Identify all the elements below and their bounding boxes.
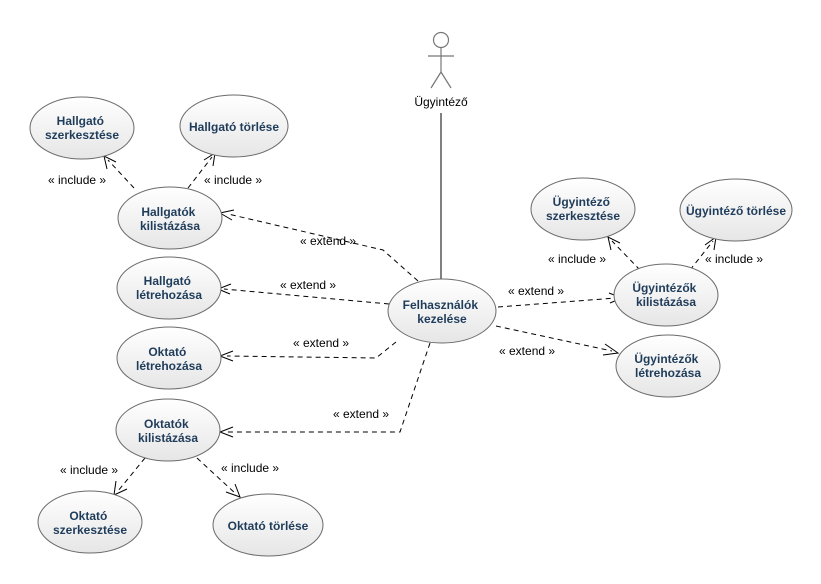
include-label: « include » bbox=[548, 252, 606, 266]
svg-text:Oktató létrehozása: Oktató létrehozása bbox=[136, 345, 202, 373]
usecase-ugyintezo-szerkesztese[interactable]: Ügyintéző szerkesztése bbox=[530, 177, 636, 241]
arrowhead bbox=[602, 343, 620, 356]
extend-label: « extend » bbox=[499, 344, 555, 358]
svg-text:Oktatók kilistázása: Oktatók kilistázása bbox=[138, 417, 198, 445]
svg-text:Hallgató létrehozása: Hallgató létrehozása bbox=[136, 274, 202, 302]
usecase-oktato-torlese[interactable]: Oktató törlése bbox=[212, 493, 324, 557]
actor-label: Ügyintéző bbox=[414, 95, 468, 109]
usecase-ugyintezo-torlese[interactable]: Ügyintéző törlése bbox=[679, 178, 793, 242]
svg-text:Ügyintéző törlése: Ügyintéző törlése bbox=[686, 203, 786, 218]
usecase-ugyintezok-letrehozasa[interactable]: Ügyintézők létrehozása bbox=[615, 334, 721, 398]
arrowhead bbox=[607, 236, 621, 251]
usecase-hallgato-torlese[interactable]: Hallgató törlése bbox=[179, 94, 289, 158]
arrowhead bbox=[225, 483, 241, 498]
svg-text:Felhasználók kezelése: Felhasználók kezelése bbox=[403, 298, 482, 326]
usecase-hallgato-szerkesztese[interactable]: Hallgató szerkesztése bbox=[29, 96, 135, 160]
usecase-felhasznalok-kezelese[interactable]: Felhasználók kezelése bbox=[387, 278, 497, 344]
usecase-oktato-szerkesztese[interactable]: Oktató szerkesztése bbox=[37, 490, 143, 554]
svg-text:Oktató szerkesztése: Oktató szerkesztése bbox=[53, 509, 127, 537]
extend-edge-hallgato-letrehozasa bbox=[223, 288, 390, 305]
include-label: « include » bbox=[204, 173, 262, 187]
include-edge-ugyintezo-torlese bbox=[689, 240, 714, 271]
actor-head bbox=[432, 31, 450, 49]
svg-text:Hallgató törlése: Hallgató törlése bbox=[189, 120, 279, 134]
usecase-hallgatok-kilistazasa[interactable]: Hallgatók kilistázása bbox=[117, 186, 223, 250]
svg-text:Hallgató szerkesztése: Hallgató szerkesztése bbox=[45, 114, 119, 142]
svg-text:Hallgatók kilistázása: Hallgatók kilistázása bbox=[140, 205, 200, 233]
include-label: « include » bbox=[221, 461, 279, 475]
include-edge-hallgato-torlese bbox=[187, 156, 213, 189]
extend-label: « extend » bbox=[280, 278, 336, 292]
extend-label: « extend » bbox=[293, 336, 349, 350]
include-edge-oktato-szerkesztese bbox=[117, 457, 146, 492]
svg-text:Oktató törlése: Oktató törlése bbox=[228, 519, 309, 533]
include-label: « include » bbox=[48, 173, 106, 187]
actor-right-leg bbox=[440, 71, 452, 89]
svg-text:Ügyintézők létrehozása: Ügyintézők létrehozása bbox=[634, 351, 701, 380]
usecase-oktato-letrehozasa[interactable]: Oktató létrehozása bbox=[116, 326, 222, 390]
extend-label: « extend » bbox=[508, 284, 564, 298]
include-label: « include » bbox=[705, 252, 763, 266]
svg-text:Ügyintézők kilistázása: Ügyintézők kilistázása bbox=[632, 280, 699, 309]
usecase-hallgato-letrehozasa[interactable]: Hallgató létrehozása bbox=[116, 256, 222, 320]
usecase-oktatok-kilistazasa[interactable]: Oktatók kilistázása bbox=[115, 398, 221, 462]
arrowhead bbox=[218, 350, 234, 362]
usecase-ugyintezok-kilistazasa[interactable]: Ügyintézők kilistázása bbox=[613, 263, 719, 327]
actor-ugyintezo[interactable]: Ügyintéző bbox=[414, 31, 468, 110]
extend-edge-hallgatok-kilistazasa bbox=[227, 213, 419, 282]
extend-edge-ugyintezok-letrehozasa bbox=[495, 325, 613, 352]
extend-label: « extend » bbox=[300, 234, 356, 248]
include-edge-hallgato-szerkesztese bbox=[107, 159, 135, 189]
actor-left-leg bbox=[430, 71, 442, 89]
extend-edge-ugyintezok-kilistazasa bbox=[497, 297, 617, 308]
include-edge-ugyintezo-szerkesztese bbox=[611, 240, 641, 271]
include-label: « include » bbox=[60, 463, 118, 477]
extend-label: « extend » bbox=[333, 407, 389, 421]
svg-text:Ügyintéző szerkesztése: Ügyintéző szerkesztése bbox=[546, 194, 620, 223]
extend-edge-oktatok-kilistazasa bbox=[227, 342, 431, 433]
